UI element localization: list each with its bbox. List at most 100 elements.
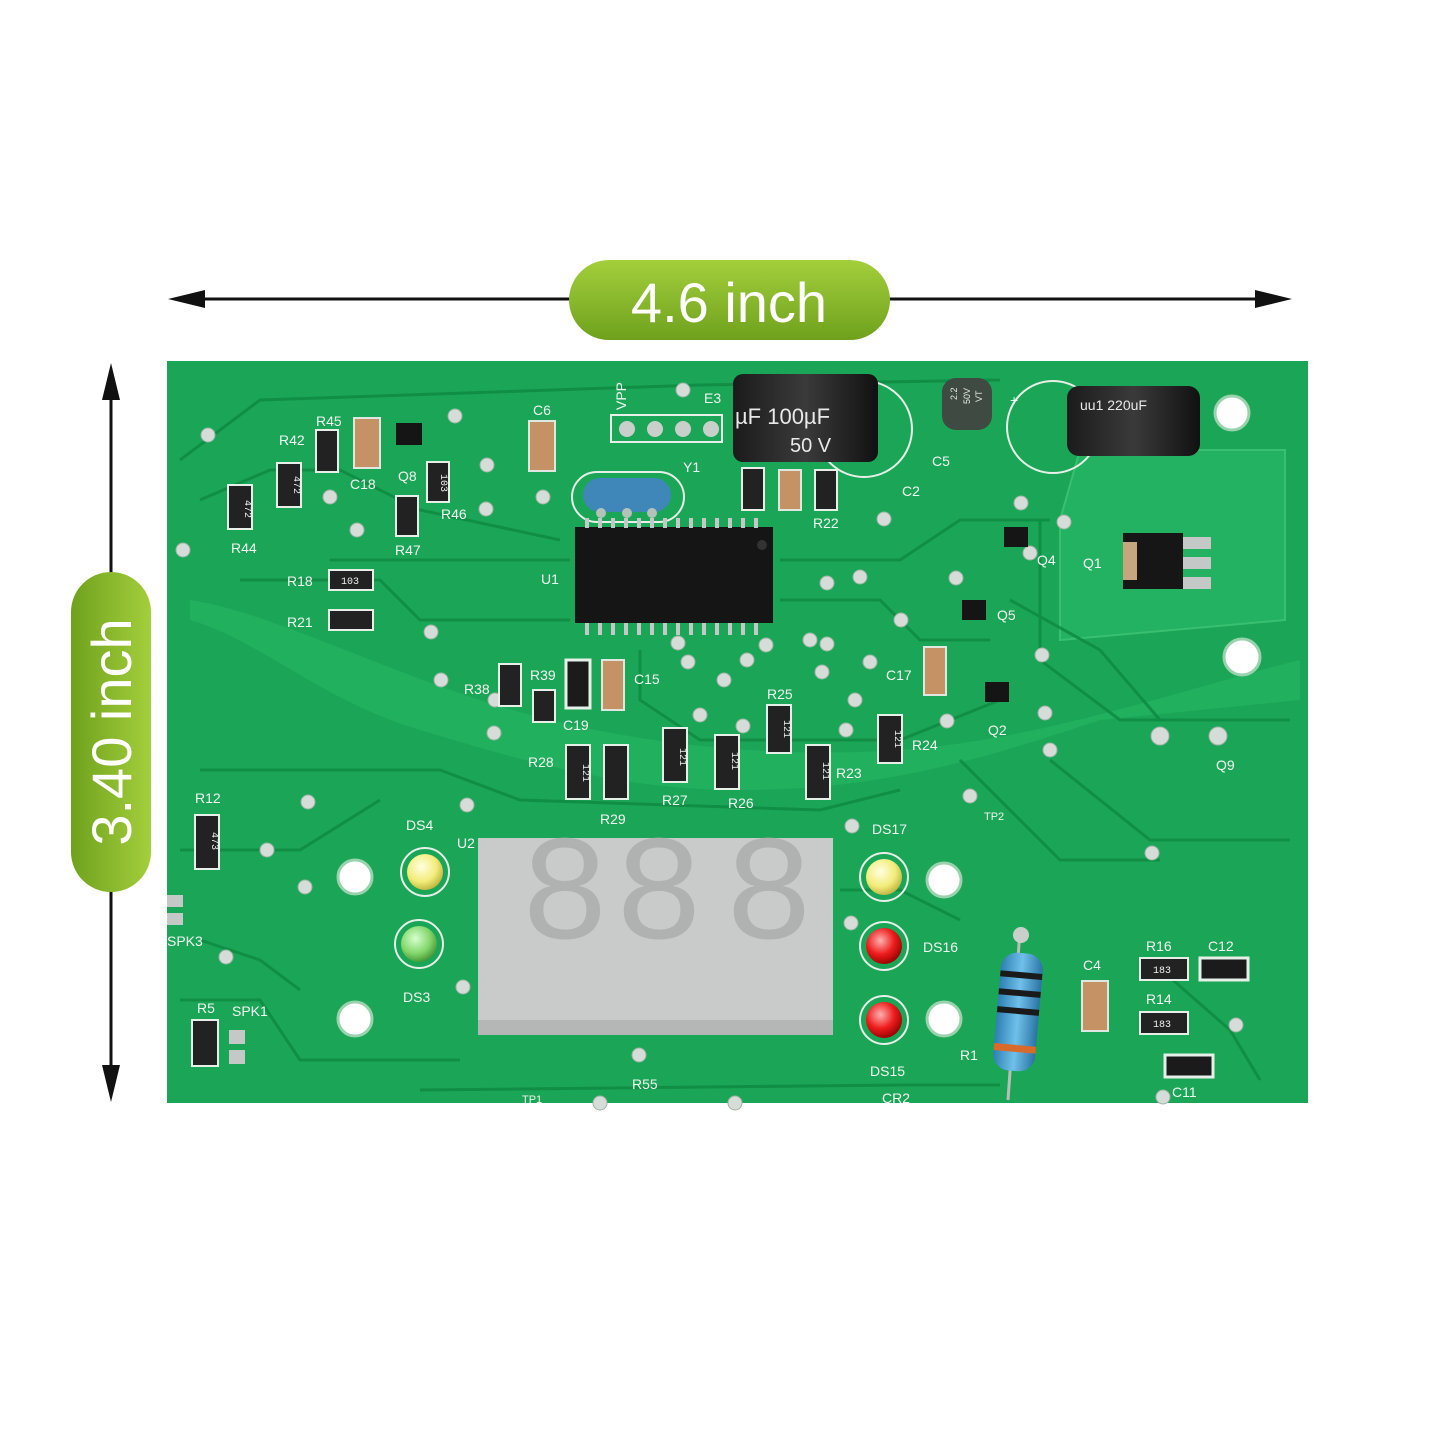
svg-text:473: 473 [208, 832, 219, 850]
svg-text:Q8: Q8 [398, 468, 417, 484]
svg-text:DS16: DS16 [923, 939, 958, 955]
svg-text:C17: C17 [886, 667, 912, 683]
svg-text:TP2: TP2 [984, 811, 1004, 823]
svg-text:R55: R55 [632, 1076, 658, 1092]
arrow-left-icon [168, 290, 205, 308]
svg-text:183: 183 [1153, 966, 1171, 977]
svg-text:Q1: Q1 [1083, 555, 1102, 571]
svg-text:121: 121 [676, 748, 687, 766]
led-ds15 [859, 995, 909, 1045]
svg-text:uu1 220uF: uu1 220uF [1080, 397, 1147, 413]
svg-text:8: 8 [614, 814, 704, 984]
width-dimension: 4.6 inch [168, 260, 1292, 340]
svg-text:R47: R47 [395, 542, 421, 558]
svg-text:C19: C19 [563, 717, 589, 733]
svg-text:R27: R27 [662, 792, 688, 808]
svg-text:Q9: Q9 [1216, 757, 1235, 773]
svg-text:121: 121 [728, 752, 739, 770]
svg-text:C12: C12 [1208, 938, 1234, 954]
svg-text:DS4: DS4 [406, 817, 433, 833]
svg-text:50V: 50V [962, 388, 972, 404]
svg-text:E3: E3 [704, 390, 721, 406]
svg-text:SPK3: SPK3 [167, 933, 203, 949]
svg-text:R25: R25 [767, 686, 793, 702]
svg-text:R22: R22 [813, 515, 839, 531]
svg-text:C6: C6 [533, 402, 551, 418]
svg-text:Q4: Q4 [1037, 552, 1056, 568]
svg-text:8: 8 [520, 814, 610, 984]
svg-text:U1: U1 [541, 571, 559, 587]
svg-text:µF 100µF: µF 100µF [735, 404, 830, 429]
svg-text:2.2: 2.2 [949, 387, 959, 400]
svg-text:CR2: CR2 [882, 1090, 910, 1106]
svg-text:R21: R21 [287, 614, 313, 630]
led-ds17 [859, 852, 909, 902]
svg-text:DS17: DS17 [872, 821, 907, 837]
capacitor-100uf: µF 100µF 50 V [733, 374, 913, 478]
width-label-pill [569, 260, 890, 340]
circuit-board: µF 100µF 50 V 2.2 50V VT uu1 220uF + [167, 361, 1308, 1111]
svg-text:121: 121 [891, 730, 902, 748]
capacitor-2-2uf: 2.2 50V VT [942, 378, 992, 430]
svg-text:472: 472 [290, 476, 301, 494]
svg-text:121: 121 [780, 720, 791, 738]
svg-text:VT: VT [974, 390, 984, 402]
svg-text:103: 103 [437, 474, 448, 492]
svg-text:Q5: Q5 [997, 607, 1016, 623]
seven-segment-display: 8 8 8 [478, 814, 833, 1035]
capacitor-220uf: uu1 220uF + [1006, 380, 1200, 474]
led-ds4 [400, 847, 450, 897]
svg-text:472: 472 [241, 500, 252, 518]
svg-text:R29: R29 [600, 811, 626, 827]
svg-text:R23: R23 [836, 765, 862, 781]
svg-text:U2: U2 [457, 835, 475, 851]
height-label: 3.40 inch [80, 618, 143, 845]
svg-text:R46: R46 [441, 506, 467, 522]
svg-text:R42: R42 [279, 432, 305, 448]
svg-text:R5: R5 [197, 1000, 215, 1016]
led-ds3 [394, 919, 444, 969]
svg-text:R14: R14 [1146, 991, 1172, 1007]
svg-text:C4: C4 [1083, 957, 1101, 973]
svg-text:Y1: Y1 [683, 459, 700, 475]
svg-text:R18: R18 [287, 573, 313, 589]
svg-text:R16: R16 [1146, 938, 1172, 954]
axial-resistor-r1 [993, 927, 1043, 1101]
svg-text:R26: R26 [728, 795, 754, 811]
led-ds16 [859, 921, 909, 971]
svg-text:TP1: TP1 [522, 1094, 542, 1106]
svg-text:50 V: 50 V [790, 435, 832, 457]
svg-text:DS15: DS15 [870, 1063, 905, 1079]
svg-text:8: 8 [724, 814, 814, 984]
svg-text:VPP: VPP [613, 382, 629, 410]
svg-text:C2: C2 [902, 483, 920, 499]
svg-text:+: + [1010, 392, 1018, 408]
arrow-right-icon [1255, 290, 1292, 308]
svg-text:R39: R39 [530, 667, 556, 683]
svg-text:R38: R38 [464, 681, 490, 697]
arrow-down-icon [102, 1065, 120, 1102]
svg-text:C5: C5 [932, 453, 950, 469]
svg-text:121: 121 [819, 762, 830, 780]
svg-text:C15: C15 [634, 671, 660, 687]
svg-text:R12: R12 [195, 790, 221, 806]
svg-text:183: 183 [1153, 1020, 1171, 1031]
smd-resistors: 472 472 103 103 121 121 121 121 1 [191, 429, 1250, 1079]
silkscreen-labels: VPP E3 C6 Y1 R45 R42 C18 Q8 R46 R47 R44 … [167, 382, 1235, 1106]
arrow-up-icon [102, 363, 120, 400]
svg-text:R44: R44 [231, 540, 257, 556]
svg-text:121: 121 [579, 764, 590, 782]
svg-text:R45: R45 [316, 413, 342, 429]
height-label-pill [71, 572, 151, 892]
svg-text:Q2: Q2 [988, 722, 1007, 738]
svg-text:103: 103 [341, 577, 359, 588]
svg-text:R28: R28 [528, 754, 554, 770]
svg-text:C11: C11 [1172, 1084, 1197, 1100]
svg-text:DS3: DS3 [403, 989, 430, 1005]
svg-text:SPK1: SPK1 [232, 1003, 268, 1019]
svg-text:C18: C18 [350, 476, 376, 492]
width-label: 4.6 inch [631, 271, 827, 334]
svg-text:R1: R1 [960, 1047, 978, 1063]
height-dimension: 3.40 inch [71, 363, 151, 1102]
